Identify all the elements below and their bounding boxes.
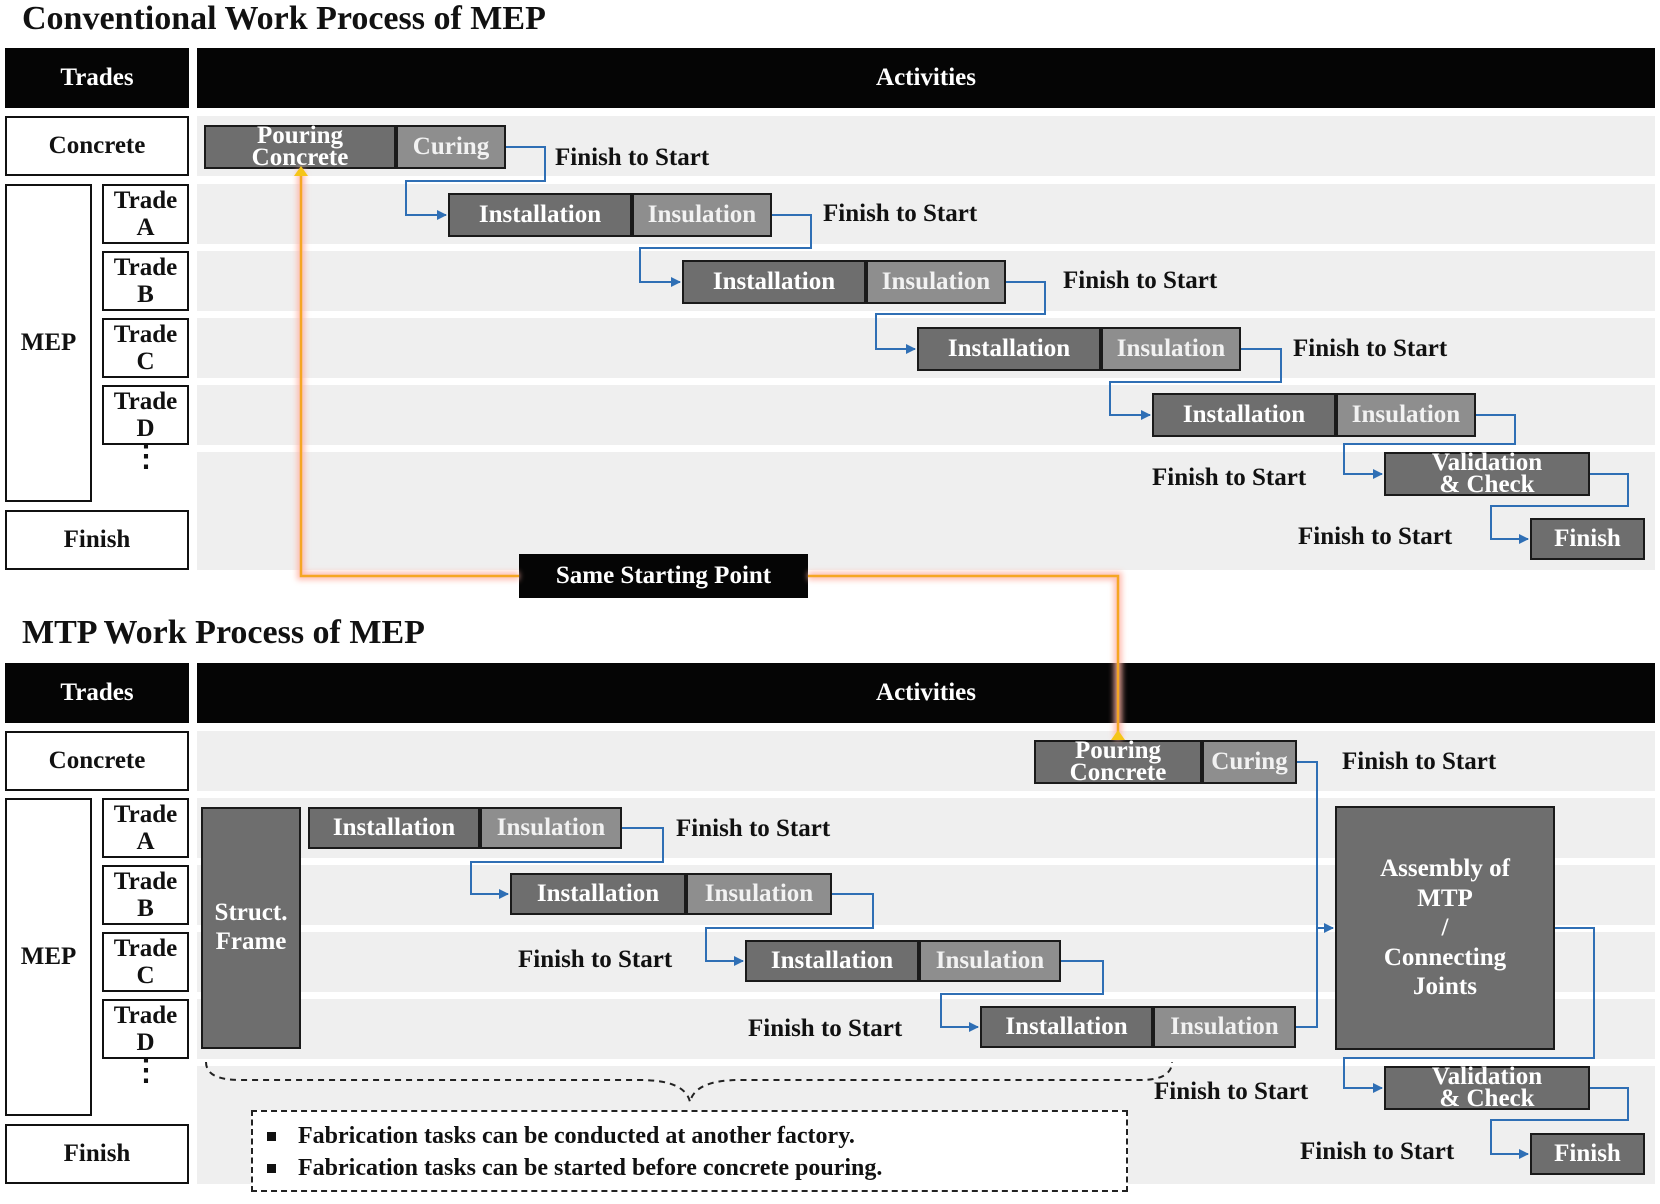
activity-installation-c: Installation <box>745 940 919 982</box>
activity-finish: Finish <box>1530 1133 1645 1175</box>
activity-validation-check: Validation & Check <box>1384 450 1590 497</box>
note-text: Fabrication tasks can be started before … <box>298 1154 883 1181</box>
activity-pouring-concrete: Pouring Concrete <box>1034 738 1202 785</box>
fts-label: Finish to Start <box>1154 1078 1309 1105</box>
activity-insulation-a: Insulation <box>480 807 622 849</box>
trade-concrete: Concrete <box>5 731 189 791</box>
more-trades-ellipsis: ⋮ <box>131 440 161 473</box>
fts-label: Finish to Start <box>1293 335 1448 362</box>
trade-concrete: Concrete <box>5 116 189 176</box>
trade-c: Trade C <box>102 318 189 378</box>
fts-label: Finish to Start <box>1300 1138 1455 1165</box>
conventional-trades-header: Trades <box>5 48 189 108</box>
trade-mep: MEP <box>5 798 92 1116</box>
mtp-activities-header: Activities <box>197 663 1655 723</box>
activity-finish: Finish <box>1530 518 1645 560</box>
band-concrete <box>197 731 1655 791</box>
activity-insulation-c: Insulation <box>1101 327 1241 371</box>
same-starting-point-label: Same Starting Point <box>519 554 808 598</box>
mtp-trades-header: Trades <box>5 663 189 723</box>
activity-insulation-c: Insulation <box>919 940 1061 982</box>
activity-struct-frame: Struct. Frame <box>201 807 301 1049</box>
trade-a: Trade A <box>102 184 189 244</box>
fts-label: Finish to Start <box>748 1015 903 1042</box>
bullet-icon <box>267 1131 276 1141</box>
activity-curing: Curing <box>1202 740 1297 784</box>
activity-insulation-a: Insulation <box>632 193 772 237</box>
activity-curing: Curing <box>396 125 506 169</box>
activity-insulation-b: Insulation <box>686 873 832 915</box>
activity-assembly-mtp: Assembly of MTP / Connecting Joints <box>1335 806 1555 1050</box>
activity-insulation-d: Insulation <box>1336 393 1476 437</box>
activity-insulation-d: Insulation <box>1153 1006 1296 1048</box>
trade-c: Trade C <box>102 932 189 992</box>
activity-installation-a: Installation <box>308 807 480 849</box>
trade-mep: MEP <box>5 184 92 502</box>
fts-label: Finish to Start <box>823 200 978 227</box>
conventional-title: Conventional Work Process of MEP <box>22 0 546 37</box>
trade-a: Trade A <box>102 798 189 858</box>
activity-insulation-b: Insulation <box>866 260 1006 304</box>
trade-finish: Finish <box>5 1124 189 1184</box>
fts-label: Finish to Start <box>1342 748 1497 775</box>
trade-d: Trade D <box>102 999 189 1059</box>
fts-label: Finish to Start <box>518 946 673 973</box>
trade-d: Trade D <box>102 385 189 445</box>
note-item: Fabrication tasks can be conducted at an… <box>267 1120 1112 1152</box>
fts-label: Finish to Start <box>1152 464 1307 491</box>
mtp-title: MTP Work Process of MEP <box>22 614 425 651</box>
note-text: Fabrication tasks can be conducted at an… <box>298 1122 855 1149</box>
activity-installation-d: Installation <box>1152 393 1336 437</box>
activity-validation-check: Validation & Check <box>1384 1064 1590 1111</box>
more-trades-ellipsis: ⋮ <box>131 1054 161 1087</box>
activity-installation-b: Installation <box>510 873 686 915</box>
activity-installation-c: Installation <box>917 327 1101 371</box>
trade-finish: Finish <box>5 510 189 570</box>
trade-b: Trade B <box>102 251 189 311</box>
conventional-activities-header: Activities <box>197 48 1655 108</box>
trade-b: Trade B <box>102 865 189 925</box>
fts-label: Finish to Start <box>1298 523 1453 550</box>
activity-installation-b: Installation <box>682 260 866 304</box>
fts-label: Finish to Start <box>676 815 831 842</box>
fts-label: Finish to Start <box>555 144 710 171</box>
activity-installation-d: Installation <box>980 1006 1153 1048</box>
note-item: Fabrication tasks can be started before … <box>267 1152 1112 1184</box>
bullet-icon <box>267 1163 276 1173</box>
fabrication-notes: Fabrication tasks can be conducted at an… <box>251 1110 1128 1192</box>
fts-label: Finish to Start <box>1063 267 1218 294</box>
activity-installation-a: Installation <box>448 193 632 237</box>
activity-pouring-concrete: Pouring Concrete <box>204 123 396 170</box>
